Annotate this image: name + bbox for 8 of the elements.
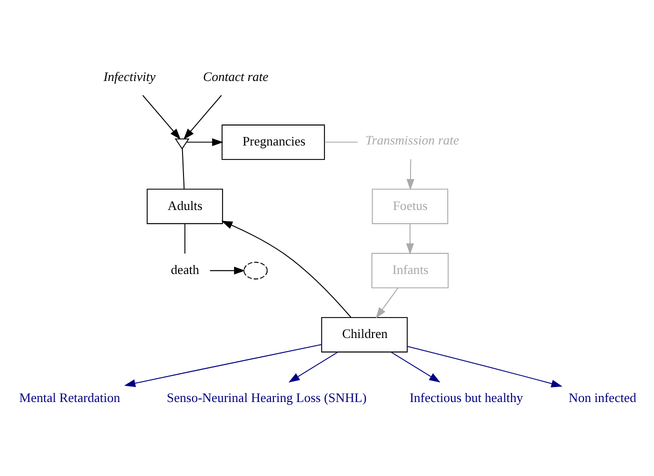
node-text: Mental Retardation — [19, 389, 120, 404]
node-text: Infectious but healthy — [410, 389, 524, 404]
node-text: Contact rate — [203, 68, 268, 84]
node-text: death — [170, 262, 200, 277]
node-text: Non infected — [568, 389, 636, 404]
node-text: Senso-Neurinal Hearing Loss (SNHL) — [166, 389, 367, 404]
node-text: Transmission rate — [365, 132, 460, 148]
node-text: Infectivity — [103, 68, 156, 84]
